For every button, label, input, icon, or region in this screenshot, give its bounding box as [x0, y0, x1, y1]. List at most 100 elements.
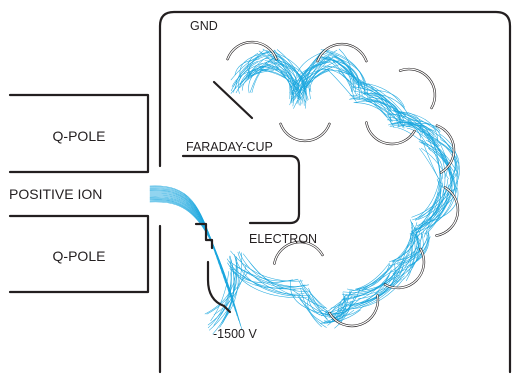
conversion-electrode [194, 222, 214, 250]
dynode-6-highlight [436, 125, 455, 174]
electron-trajectory [403, 122, 436, 132]
electron-trajectory [412, 189, 444, 236]
electron-trajectory [290, 280, 324, 314]
electron-trajectory [230, 250, 303, 282]
electron-trajectory [237, 251, 296, 290]
electron-trajectory [363, 91, 392, 125]
electron-trajectory [321, 56, 363, 96]
electron-trajectory [293, 290, 327, 308]
dynode-9-highlight [328, 294, 379, 327]
electron-trajectory [235, 265, 306, 288]
electron-trajectory [413, 180, 440, 231]
electron-trajectory [213, 263, 247, 315]
electron-trajectory [266, 63, 292, 94]
electron-trajectory [349, 277, 405, 310]
dynode-2-highlight [280, 123, 330, 142]
electron-trajectory [354, 90, 400, 127]
electron-trajectory [325, 50, 356, 93]
electron-trajectory [327, 69, 357, 102]
electron-trajectory [308, 287, 331, 323]
electron-trajectory [322, 65, 368, 86]
electron-trajectory [392, 223, 423, 262]
electron-trajectory [234, 255, 296, 297]
electron-trajectory [234, 58, 260, 76]
dynode-4-highlight [365, 121, 416, 145]
electron-trajectory [238, 63, 263, 94]
electron-trajectory [331, 290, 353, 322]
electron-trajectory [334, 296, 355, 329]
electron-trajectory [303, 51, 322, 106]
electron-trajectory [398, 111, 439, 141]
ion-trajectory [149, 198, 238, 317]
electron-trajectory [411, 191, 440, 239]
electron-trajectory [217, 272, 232, 320]
electron-trajectory [403, 232, 428, 264]
positive-ion-label: POSITIVE ION [9, 186, 102, 202]
electron-trajectory [415, 177, 440, 220]
electron-trajectory [274, 52, 311, 93]
electron-trajectory [394, 219, 413, 270]
electron-trajectory [353, 260, 404, 297]
electron-trajectory [235, 54, 272, 89]
electron-trajectory [276, 49, 308, 101]
electron-trajectory [301, 288, 328, 320]
electron-trajectory [432, 131, 451, 175]
ion-trajectory [149, 200, 241, 326]
electron-trajectory [309, 64, 340, 100]
electron-trajectory [399, 232, 422, 260]
electron-trajectory [330, 292, 352, 309]
dynode-5 [398, 67, 437, 110]
electron-trajectory [338, 48, 352, 87]
electron-trajectory [410, 234, 412, 266]
electron-trajectory [241, 70, 274, 91]
dynode-1-highlight [227, 41, 277, 60]
q-pole-bottom-box [8, 214, 150, 294]
electron-trajectory [301, 60, 340, 105]
electron-trajectory [355, 262, 390, 290]
electron-trajectory [353, 86, 395, 128]
electron-trajectory [247, 58, 274, 77]
electron-trajectory [362, 263, 390, 290]
electron-trajectory [307, 293, 323, 323]
electron-trajectory [273, 56, 295, 98]
electron-trajectory [423, 134, 453, 187]
electron-trajectory [320, 49, 369, 99]
q-pole-top-label: Q-POLE [53, 128, 106, 144]
dynode-3-highlight [317, 43, 367, 62]
electron-trajectory [349, 268, 408, 297]
electron-trajectory [293, 65, 335, 109]
deflector-plate [212, 80, 254, 120]
electron-trajectory [269, 49, 309, 100]
electron-trajectory [238, 251, 297, 288]
electron-trajectory [323, 309, 361, 322]
dynode-7-highlight [435, 186, 459, 237]
electron-trajectory [347, 272, 391, 303]
positive-ion-beam [149, 185, 243, 331]
electron-trajectory [329, 302, 342, 318]
dynode-4 [365, 121, 416, 146]
faraday-cup [181, 154, 301, 225]
electron-trajectory [299, 58, 326, 95]
electron-trajectory [233, 60, 258, 87]
electron-trajectory [387, 119, 422, 139]
electron-trajectory [342, 275, 390, 293]
electron-trajectory [337, 307, 347, 311]
electron-trajectory [207, 254, 238, 326]
electron-trajectory [301, 57, 327, 95]
electron-trajectory [391, 234, 428, 262]
electron-trajectory [247, 52, 259, 75]
electron-trajectory [392, 126, 428, 147]
electron-trajectory [265, 58, 312, 93]
electron-trajectory [308, 294, 321, 316]
electron-trajectory [345, 263, 405, 307]
electron-trajectory [397, 222, 418, 263]
dynode-1 [226, 40, 278, 61]
dynode-chain [226, 40, 460, 328]
electron-trajectory [247, 59, 278, 80]
electron-trajectory [419, 148, 445, 190]
electron-trajectory [369, 96, 400, 120]
electron-trajectory [239, 64, 274, 89]
electron-trajectory [221, 256, 238, 324]
electron-trajectory [409, 179, 449, 235]
